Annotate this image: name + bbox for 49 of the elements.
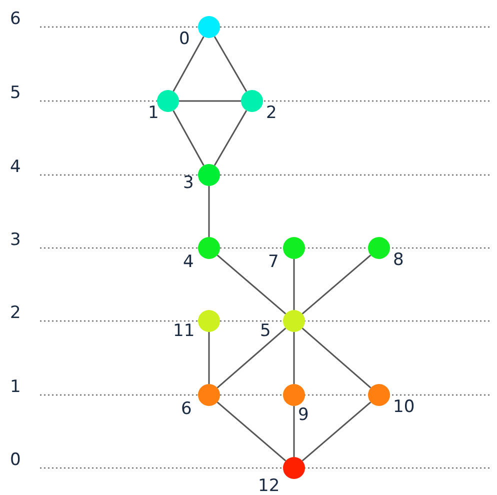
node-label: 12: [258, 478, 280, 495]
graph-node: [198, 164, 220, 186]
connector-line: [216, 402, 286, 462]
node-label: 10: [393, 399, 415, 416]
connector-line: [208, 332, 210, 384]
axis-label: 5: [10, 85, 21, 102]
axis-label: 6: [10, 11, 21, 28]
connector-line: [302, 328, 372, 388]
node-label: 8: [393, 252, 404, 269]
graph-node: [198, 384, 220, 406]
connector-line: [216, 328, 286, 388]
node-label: 1: [148, 105, 159, 122]
node-label: 5: [260, 323, 271, 340]
axis-label: 2: [10, 305, 21, 322]
node-label: 3: [183, 175, 194, 192]
graph-node: [368, 237, 390, 259]
graph-node: [283, 237, 305, 259]
connector-line: [214, 110, 248, 166]
node-label: 0: [179, 31, 190, 48]
connector-line: [216, 254, 286, 314]
axis-label: 0: [10, 452, 21, 469]
node-label: 7: [268, 254, 279, 271]
connector-line: [302, 254, 372, 314]
node-label: 2: [266, 105, 277, 122]
node-label: 6: [181, 401, 192, 418]
connector-line: [293, 259, 295, 310]
connector-line: [172, 36, 204, 92]
graph-node: [198, 310, 220, 332]
graph-node: [283, 310, 305, 332]
graph-node: [198, 16, 220, 38]
node-label: 4: [183, 254, 194, 271]
axis-label: 4: [10, 159, 21, 176]
axis-label: 1: [10, 379, 21, 396]
node-label: 11: [173, 323, 195, 340]
connector-line: [214, 36, 248, 92]
graph-node: [283, 384, 305, 406]
graph-node: [157, 90, 179, 112]
connector-line: [208, 186, 210, 237]
connector-line: [293, 406, 295, 457]
node-label: 9: [298, 407, 309, 424]
graph-node: [368, 384, 390, 406]
axis-label: 3: [10, 232, 21, 249]
graph-node: [283, 457, 305, 479]
connector-line: [302, 402, 372, 462]
connector-line: [293, 332, 295, 384]
graph-node: [198, 237, 220, 259]
connector-line: [179, 100, 241, 102]
graph-node: [241, 90, 263, 112]
connector-line: [172, 110, 204, 166]
